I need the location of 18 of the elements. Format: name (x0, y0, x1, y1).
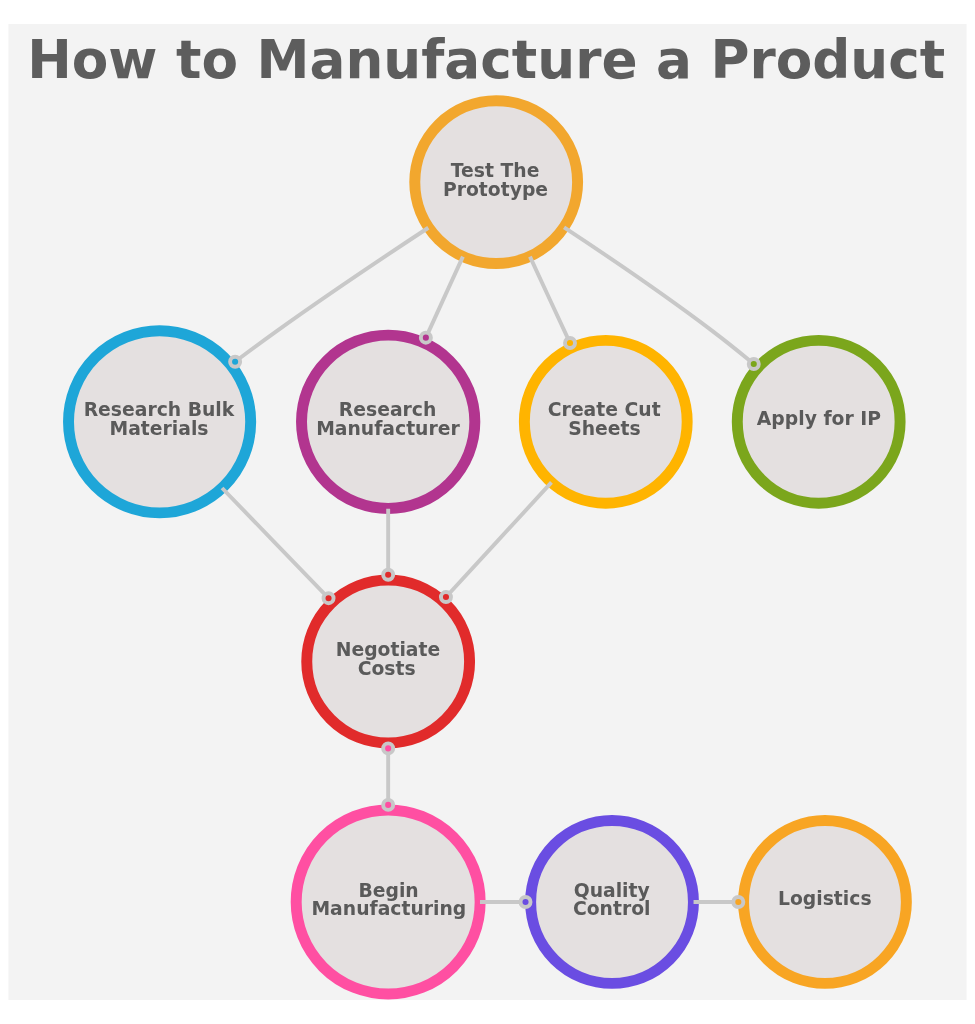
connector (220, 486, 336, 606)
connector (418, 255, 465, 345)
node-circle: Apply for IP (731, 334, 906, 509)
connector (528, 255, 577, 350)
connector (381, 508, 396, 582)
connector (381, 741, 396, 812)
node-circle: Negotiate Costs (301, 574, 476, 749)
connector (693, 895, 746, 909)
node-circle: Begin Manufacturing (290, 804, 486, 1000)
connector (480, 895, 533, 909)
connector (563, 225, 761, 371)
node-circle: Research Bulk Materials (63, 325, 257, 519)
diagram-title: How to Manufacture a Product (27, 28, 946, 91)
node-circle: Test The Prototype (409, 95, 584, 269)
connector (439, 481, 553, 605)
node-circle: Quality Control (525, 815, 699, 989)
node-circle: Logistics (738, 815, 912, 989)
connector (228, 226, 430, 369)
